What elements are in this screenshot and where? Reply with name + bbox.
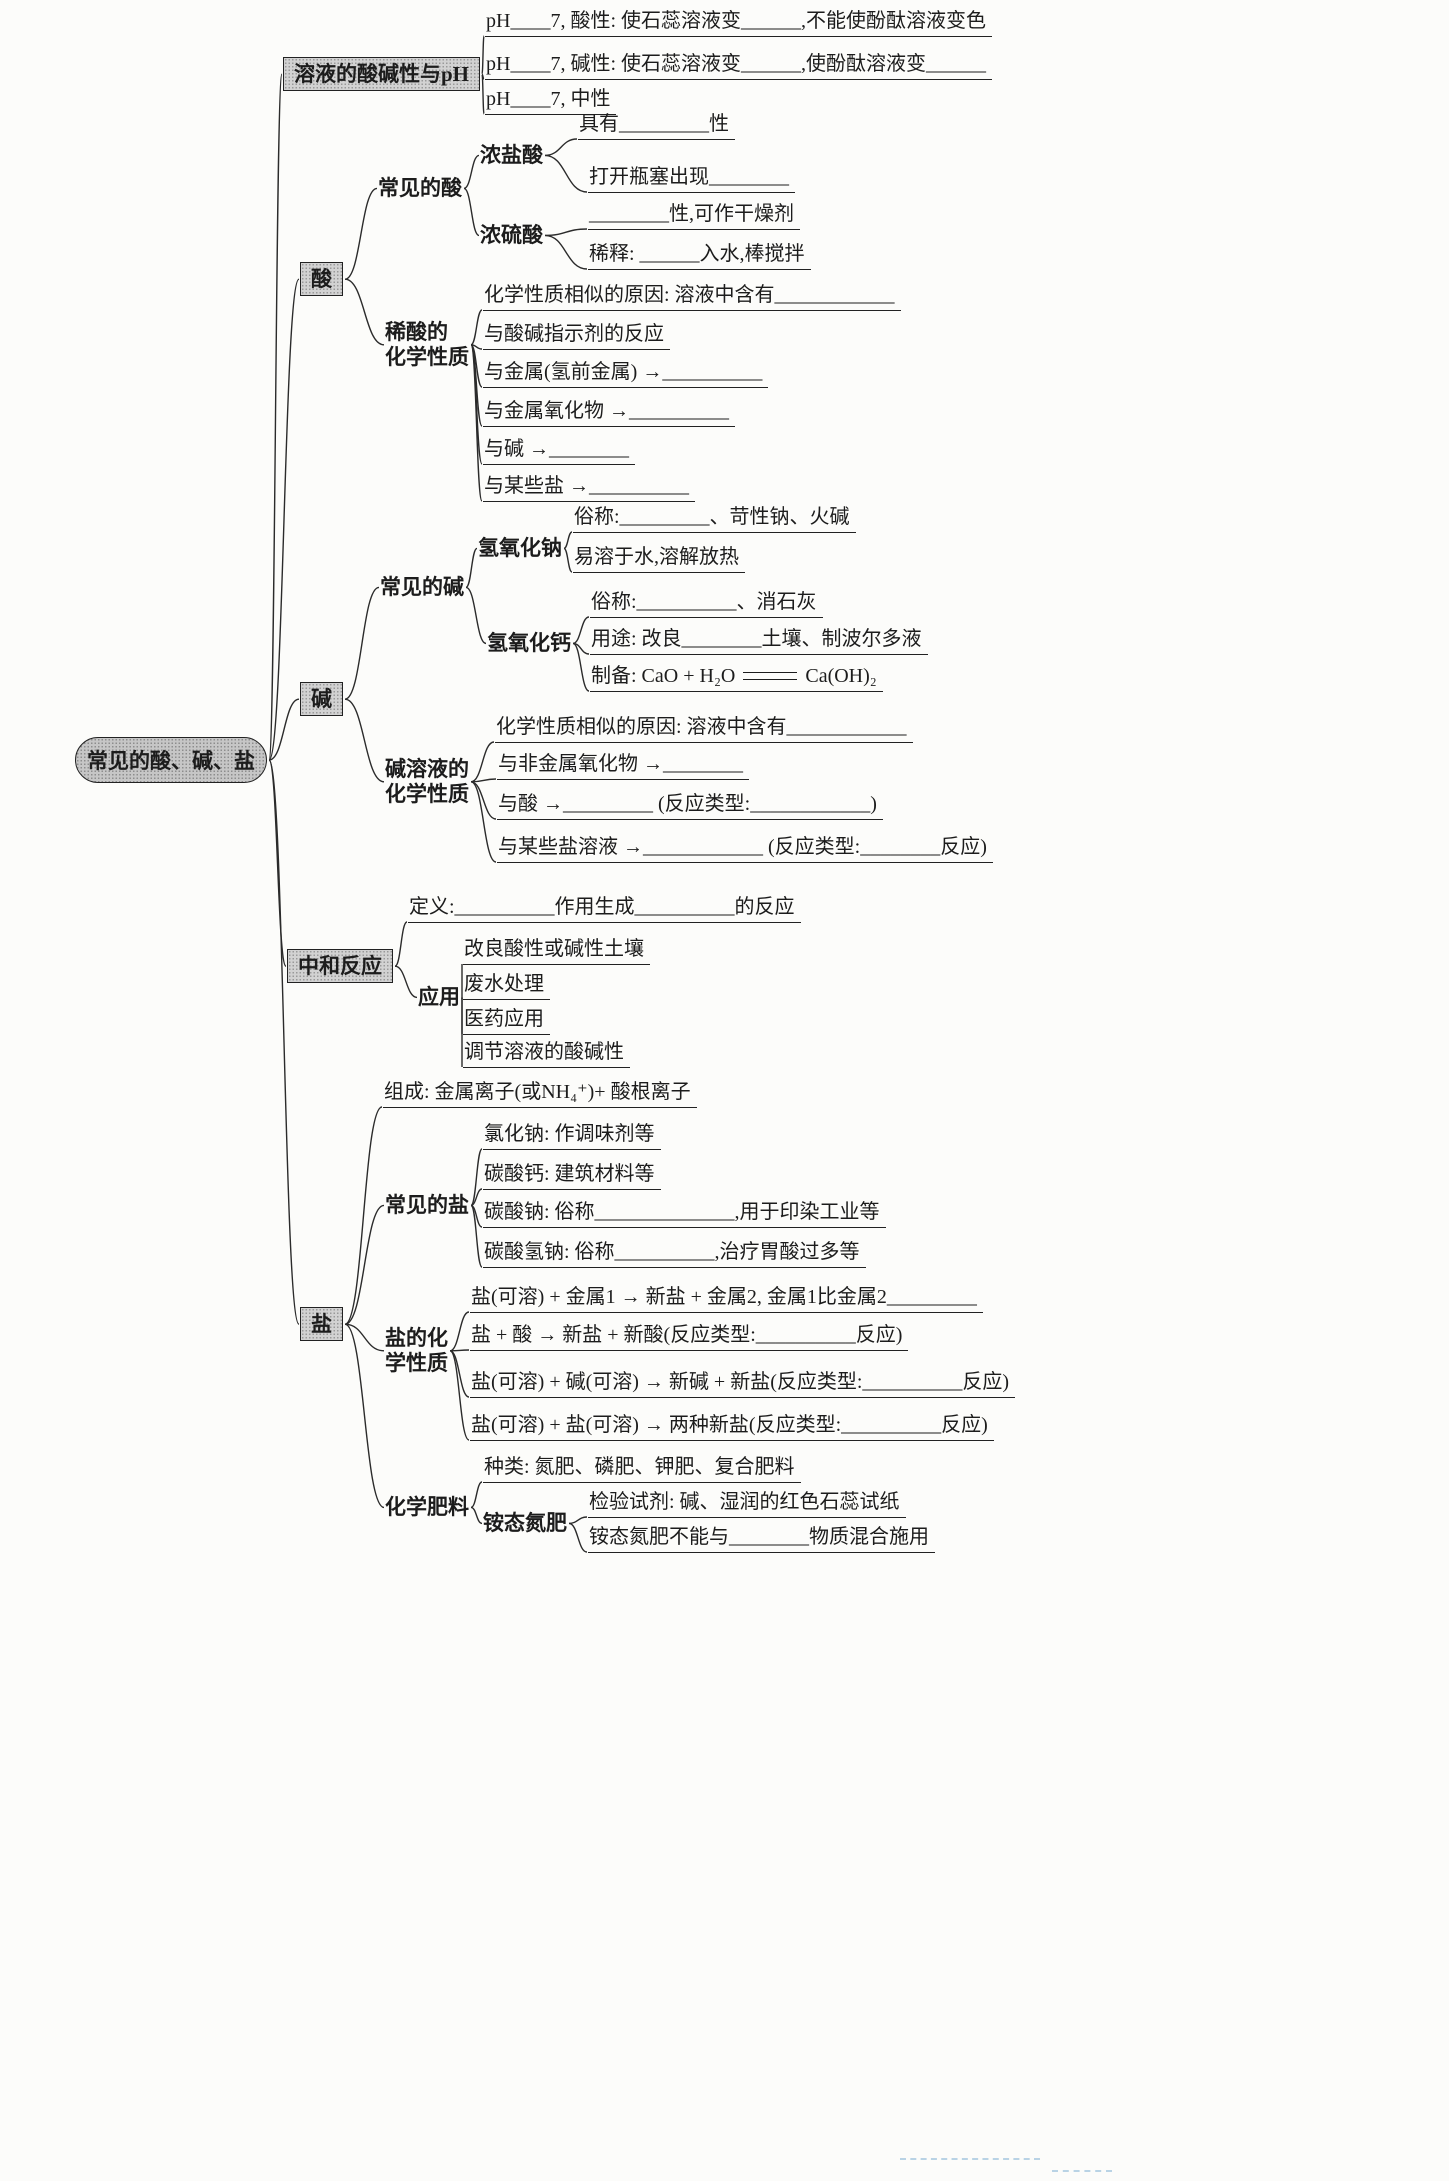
caoh-prep-left: 制备: CaO + H₂O (591, 665, 736, 687)
leaf-dilute-acid-base: 与碱 →________ (483, 437, 635, 465)
leaf-base-acid: 与酸 →_________ (反应类型:____________) (497, 792, 883, 820)
label-dilute-acid-properties: 稀酸的 化学性质 (385, 320, 469, 369)
label-concentrated-hcl: 浓盐酸 (480, 143, 543, 167)
node-acid: 酸 (300, 262, 343, 297)
leaf-ph-acidic: pH____7, 酸性: 使石蕊溶液变______,不能使酚酞溶液变色 (485, 9, 992, 37)
leaf-base-nonmetal-oxide: 与非金属氧化物 →________ (497, 752, 749, 780)
leaf-caco3: 碳酸钙: 建筑材料等 (483, 1162, 661, 1190)
scan-artifact-line (1052, 2170, 1112, 2172)
leaf-ph-neutral: pH____7, 中性 (485, 87, 617, 115)
label-caoh: 氢氧化钙 (487, 631, 571, 655)
node-solution-acidity-ph: 溶液的酸碱性与pH (283, 57, 481, 92)
leaf-caoh-common-name: 俗称:__________、消石灰 (590, 590, 823, 618)
leaf-ammonium-test: 检验试剂: 碱、湿润的红色石蕊试纸 (588, 1490, 906, 1518)
leaf-salt-plus-acid: 盐 + 酸 → 新盐 + 新酸(反应类型:__________反应) (470, 1323, 909, 1351)
label-common-salts: 常见的盐 (385, 1193, 469, 1217)
leaf-hcl-open-bottle: 打开瓶塞出现________ (588, 165, 795, 193)
leaf-caoh-preparation: 制备: CaO + H₂O Ca(OH)₂ (590, 664, 883, 692)
label-salt-chemical-properties: 盐的化 学性质 (385, 1326, 448, 1375)
leaf-salt-plus-base: 盐(可溶) + 碱(可溶) → 新碱 + 新盐(反应类型:__________反… (470, 1370, 1016, 1398)
leaf-salt-composition: 组成: 金属离子(或NH₄⁺)+ 酸根离子 (383, 1080, 697, 1108)
leaf-nacl: 氯化钠: 作调味剂等 (483, 1122, 661, 1150)
leaf-salt-plus-salt: 盐(可溶) + 盐(可溶) → 两种新盐(反应类型:__________反应) (470, 1413, 994, 1441)
leaf-na2co3: 碳酸钠: 俗称______________,用于印染工业等 (483, 1200, 886, 1228)
node-salt: 盐 (300, 1307, 343, 1342)
leaf-dilute-acid-reason: 化学性质相似的原因: 溶液中含有____________ (483, 283, 901, 311)
label-base-solution-properties: 碱溶液的 化学性质 (385, 757, 469, 806)
equation-equals-sign (743, 671, 798, 680)
scan-artifact-line (900, 2158, 1040, 2160)
leaf-caoh-use: 用途: 改良________土壤、制波尔多液 (590, 627, 928, 655)
leaf-dilute-acid-indicator: 与酸碱指示剂的反应 (483, 322, 670, 350)
leaf-h2so4-dilution: 稀释: ______入水,棒搅拌 (588, 242, 811, 270)
leaf-naoh-common-name: 俗称:_________、苛性钠、火碱 (573, 505, 856, 533)
leaf-h2so4-hygroscopic: ________性,可作干燥剂 (588, 202, 800, 230)
leaf-base-salt-solution: 与某些盐溶液 →____________ (反应类型:________反应) (497, 835, 993, 863)
leaf-salt-plus-metal: 盐(可溶) + 金属1 → 新盐 + 金属2, 金属1比金属2_________ (470, 1285, 983, 1313)
leaf-ph-basic: pH____7, 碱性: 使石蕊溶液变______,使酚酞溶液变______ (485, 52, 992, 80)
leaf-app-wastewater: 废水处理 (463, 972, 550, 1000)
leaf-naoh-solubility: 易溶于水,溶解放热 (573, 545, 745, 573)
leaf-app-adjust-ph: 调节溶液的酸碱性 (463, 1040, 630, 1068)
leaf-fertilizer-kinds: 种类: 氮肥、磷肥、钾肥、复合肥料 (483, 1455, 801, 1483)
label-common-acids: 常见的酸 (378, 176, 462, 200)
label-naoh: 氢氧化钠 (478, 536, 562, 560)
leaf-app-soil: 改良酸性或碱性土壤 (463, 937, 650, 965)
leaf-dilute-acid-metal: 与金属(氢前金属) →__________ (483, 360, 769, 388)
label-ammonium-nitrogen-fertilizer: 铵态氮肥 (483, 1511, 567, 1535)
leaf-hcl-volatility: 具有_________性 (578, 112, 735, 140)
leaf-dilute-acid-salt: 与某些盐 →__________ (483, 474, 695, 502)
leaf-ammonium-caution: 铵态氮肥不能与________物质混合施用 (588, 1525, 935, 1553)
node-neutralization: 中和反应 (287, 949, 393, 984)
root-node-common-acids-bases-salts: 常见的酸、碱、盐 (75, 737, 267, 783)
leaf-dilute-acid-metal-oxide: 与金属氧化物 →__________ (483, 399, 735, 427)
leaf-base-reason: 化学性质相似的原因: 溶液中含有____________ (495, 715, 913, 743)
leaf-nahco3: 碳酸氢钠: 俗称__________,治疗胃酸过多等 (483, 1240, 866, 1268)
caoh-prep-right: Ca(OH)₂ (805, 665, 877, 687)
label-concentrated-h2so4: 浓硫酸 (480, 223, 543, 247)
leaf-app-medicine: 医药应用 (463, 1007, 550, 1035)
label-common-bases: 常见的碱 (380, 575, 464, 599)
label-applications: 应用 (418, 985, 460, 1009)
leaf-neutralization-definition: 定义:__________作用生成__________的反应 (408, 895, 801, 923)
label-chemical-fertilizer: 化学肥料 (385, 1495, 469, 1519)
node-base: 碱 (300, 682, 343, 717)
